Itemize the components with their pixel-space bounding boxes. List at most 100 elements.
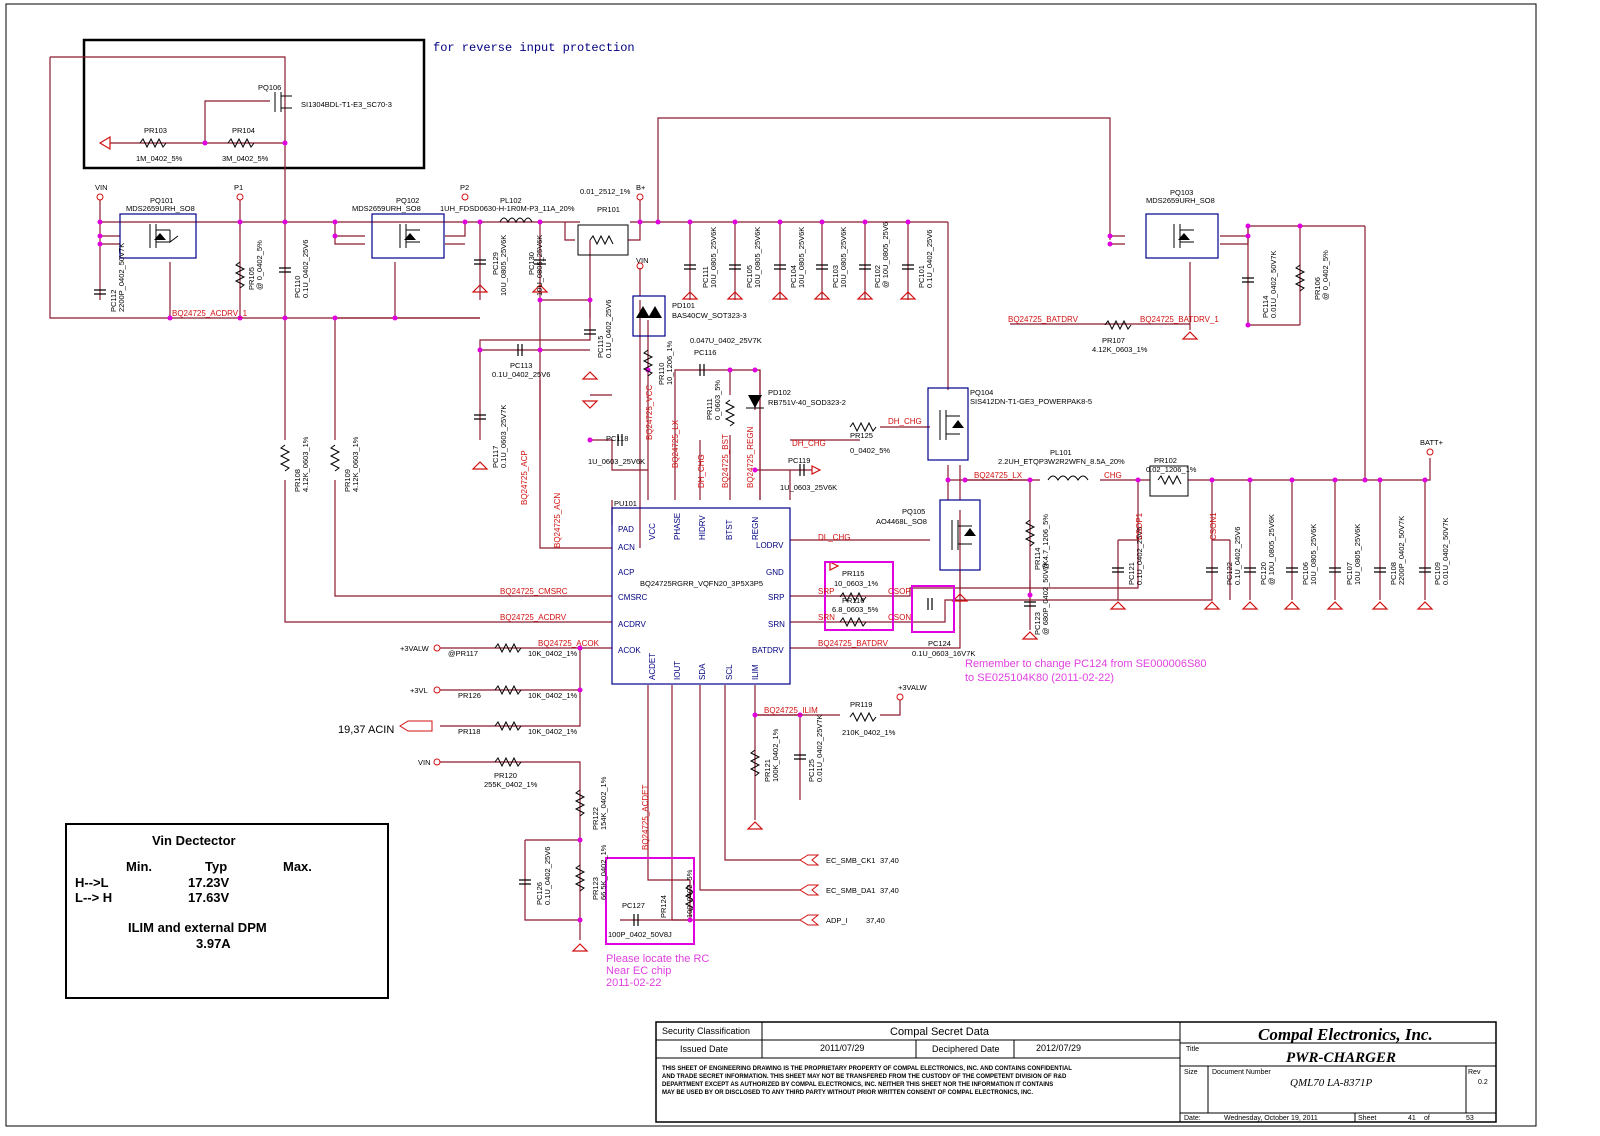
pq102-ref: PQ102: [396, 196, 419, 205]
net-acok: BQ24725_ACOK: [538, 639, 600, 648]
tb-date-label: Date:: [1184, 1115, 1201, 1122]
pin-btst: BTST: [725, 519, 734, 540]
pr108-ref: PR108: [293, 469, 302, 492]
pin-vcc: VCC: [648, 523, 657, 540]
pc120-ref: PC120: [1259, 562, 1268, 585]
tb-secret: Compal Secret Data: [890, 1026, 990, 1038]
tb-sheet-label: Sheet: [1358, 1115, 1376, 1122]
pr111-value: 0_0603_5%: [713, 380, 722, 420]
pr106-ref: PR106: [1313, 277, 1322, 300]
pc113-ref: PC113: [510, 361, 532, 370]
vin-col-typ: Typ: [205, 859, 227, 874]
pc104-ref: PC104: [789, 265, 798, 288]
pc127-value: 100P_0402_50V8J: [608, 930, 672, 939]
note-reverse: for reverse input protection: [433, 41, 635, 55]
net-vin-pd101: VIN: [636, 256, 649, 265]
pin-regn: REGN: [751, 517, 760, 540]
vin-detector-box: Vin Dectector Min. Typ Max. H-->L 17.23V…: [65, 823, 389, 999]
pin-gnd: GND: [766, 568, 784, 577]
vin-detector-title: Vin Dectector: [152, 833, 236, 848]
pin-cmsrc: CMSRC: [618, 593, 648, 602]
pr111-ref: PR111: [705, 398, 714, 420]
pc130-ref: PC130: [527, 252, 536, 275]
net-batdrv1: BQ24725_BATDRV_1: [1140, 315, 1219, 324]
pin-srp: SRP: [768, 593, 784, 602]
net-3valw-right: +3VALW: [898, 683, 928, 692]
net-p2: P2: [460, 183, 469, 192]
pr108-value: 4.12K_0603_1%: [301, 436, 310, 492]
pr124-ref: PR124: [659, 895, 668, 918]
tb-issued: 2011/07/29: [820, 1043, 864, 1053]
pr118-ref: PR118: [458, 727, 480, 736]
pc108-ref: PC108: [1389, 562, 1398, 585]
pc106-ref: PC106: [1301, 562, 1310, 585]
pc115-value: 0.1U_0402_25V6: [604, 300, 613, 358]
pc117-value: 0.1U_0603_25V7K: [499, 405, 508, 468]
tb-deciphered: 2012/07/29: [1036, 1043, 1081, 1053]
pd102-value: RB751V-40_SOD323-2: [768, 398, 846, 407]
pc124-value: 0.1U_0603_16V7K: [912, 649, 975, 658]
pr116-value: 6.8_0603_5%: [832, 605, 879, 614]
pr118-value: 10K_0402_1%: [528, 727, 578, 736]
pr120-ref: PR120: [494, 771, 517, 780]
tb-total: 53: [1466, 1115, 1474, 1122]
net-lx-vert: BQ24725_LX: [671, 419, 680, 468]
ilim-value: 3.97A: [196, 936, 231, 951]
pr105-value: @ 0_0402_5%: [255, 240, 264, 290]
pc116-value: 0.047U_0402_25V7K: [690, 336, 762, 345]
note-pc124-2: to SE025104K80 (2011-02-22): [965, 672, 1114, 684]
net-ec-da-ref: 37,40: [880, 886, 899, 895]
pr123-ref: PR123: [591, 877, 600, 900]
io-labels: +3VALW +3VL 19,37 ACIN VIN +3VALW EC_SMB…: [338, 644, 928, 925]
net-acdrv1: BQ24725_ACDRV_1: [172, 309, 248, 318]
vin-col-min: Min.: [126, 859, 152, 874]
power-rails: [96, 193, 1434, 926]
net-ec-ck-ref: 37,40: [880, 856, 899, 865]
pr101-ref: PR101: [597, 205, 620, 214]
net-acin: 19,37 ACIN: [338, 724, 394, 736]
pc109-value: 0.01U_0402_50V7K: [1441, 517, 1450, 585]
pr103-ref: PR103: [144, 126, 167, 135]
pr126-ref: PR126: [458, 691, 481, 700]
tb-date: Wednesday, October 19, 2011: [1224, 1115, 1318, 1122]
pin-pad: PAD: [618, 525, 634, 534]
pc118-value: 1U_0603_25V6K: [588, 457, 645, 466]
pl102-value: 1UH_FDSD0630-H-1R0M-P3_11A_20%: [440, 204, 575, 213]
net-acdrv: BQ24725_ACDRV: [500, 613, 567, 622]
pr107-ref: PR107: [1102, 336, 1125, 345]
pc105-ref: PC105: [745, 265, 754, 288]
net-cson1: CSON1: [1209, 512, 1218, 540]
net-dl-chg: DL_CHG: [818, 533, 850, 542]
pc117-ref: PC117: [491, 446, 500, 468]
pr109-value: 4.12K_0603_1%: [351, 436, 360, 492]
net-3valw: +3VALW: [400, 644, 430, 653]
pq101-ref: PQ101: [150, 196, 173, 205]
pd101-ref: PD101: [672, 301, 695, 310]
pr121-ref: PR121: [763, 759, 772, 782]
pc108-value: 2200P_0402_50V7K: [1397, 516, 1406, 585]
pc105-value: 10U_0805_25V6K: [753, 227, 762, 288]
pc110-value: 0.1U_0402_25V6: [301, 240, 310, 298]
pc126-value: 0.1U_0402_25V6: [543, 847, 552, 905]
pin-srn: SRN: [768, 620, 785, 629]
net-bst: BQ24725_BST: [721, 434, 730, 488]
pc129-value: 10U_0805_25V6K: [499, 235, 508, 296]
pq104-ref: PQ104: [970, 388, 993, 397]
pr116-ref: PR116: [842, 596, 864, 605]
pr102-ref: PR102: [1154, 456, 1177, 465]
net-ilim: BQ24725_ILIM: [764, 706, 818, 715]
net-srp: SRP: [818, 587, 834, 596]
pc102-value: @ 10U_0805_25V6: [881, 222, 890, 288]
pr104-value: 3M_0402_5%: [222, 154, 269, 163]
net-acdet: BQ24725_ACDET: [641, 785, 650, 850]
pd102-ref: PD102: [768, 388, 791, 397]
tb-disclaimer-1: THIS SHEET OF ENGINEERING DRAWING IS THE…: [662, 1066, 1072, 1072]
pc119-value: 1U_0603_25V6K: [780, 483, 837, 492]
pr117-value: 10K_0402_1%: [528, 649, 578, 658]
net-chg: CHG: [1104, 471, 1122, 480]
pc103-value: 10U_0805_25V6K: [839, 227, 848, 288]
pc118-ref: PC118: [606, 434, 628, 443]
tb-security-label: Security Classification: [662, 1026, 750, 1036]
tb-sheet: 41: [1408, 1115, 1416, 1122]
pc114-ref: PC114: [1261, 296, 1270, 318]
